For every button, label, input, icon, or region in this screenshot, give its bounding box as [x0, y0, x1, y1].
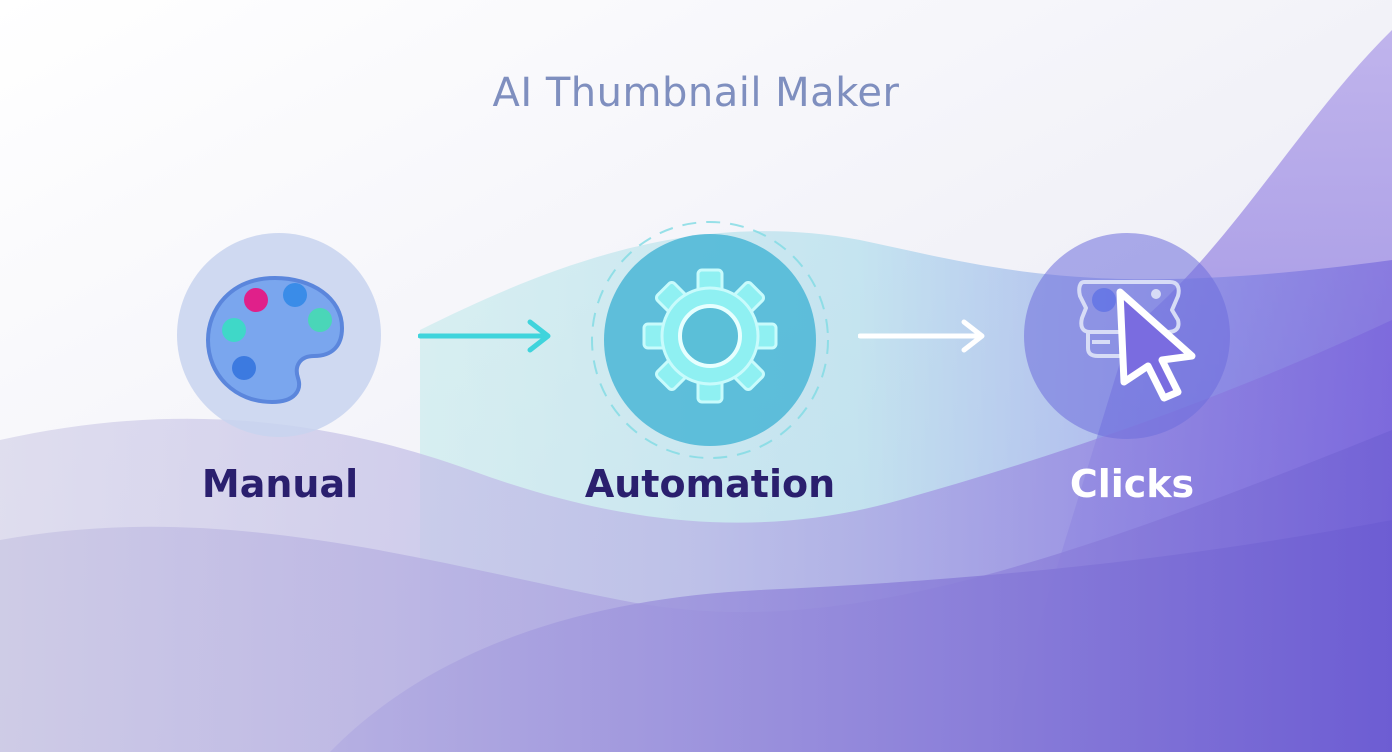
- cursor-click-icon: [1077, 280, 1196, 402]
- automation-label: Automation: [584, 462, 836, 506]
- diagram-title: AI Thumbnail Maker: [492, 70, 900, 116]
- arrow-manual-to-automation: [418, 319, 551, 353]
- arrow-automation-to-clicks: [858, 319, 985, 353]
- palette-icon: [205, 275, 345, 405]
- clicks-label: Clicks: [1069, 462, 1195, 506]
- manual-label: Manual: [201, 462, 359, 506]
- gear-icon: [642, 268, 778, 404]
